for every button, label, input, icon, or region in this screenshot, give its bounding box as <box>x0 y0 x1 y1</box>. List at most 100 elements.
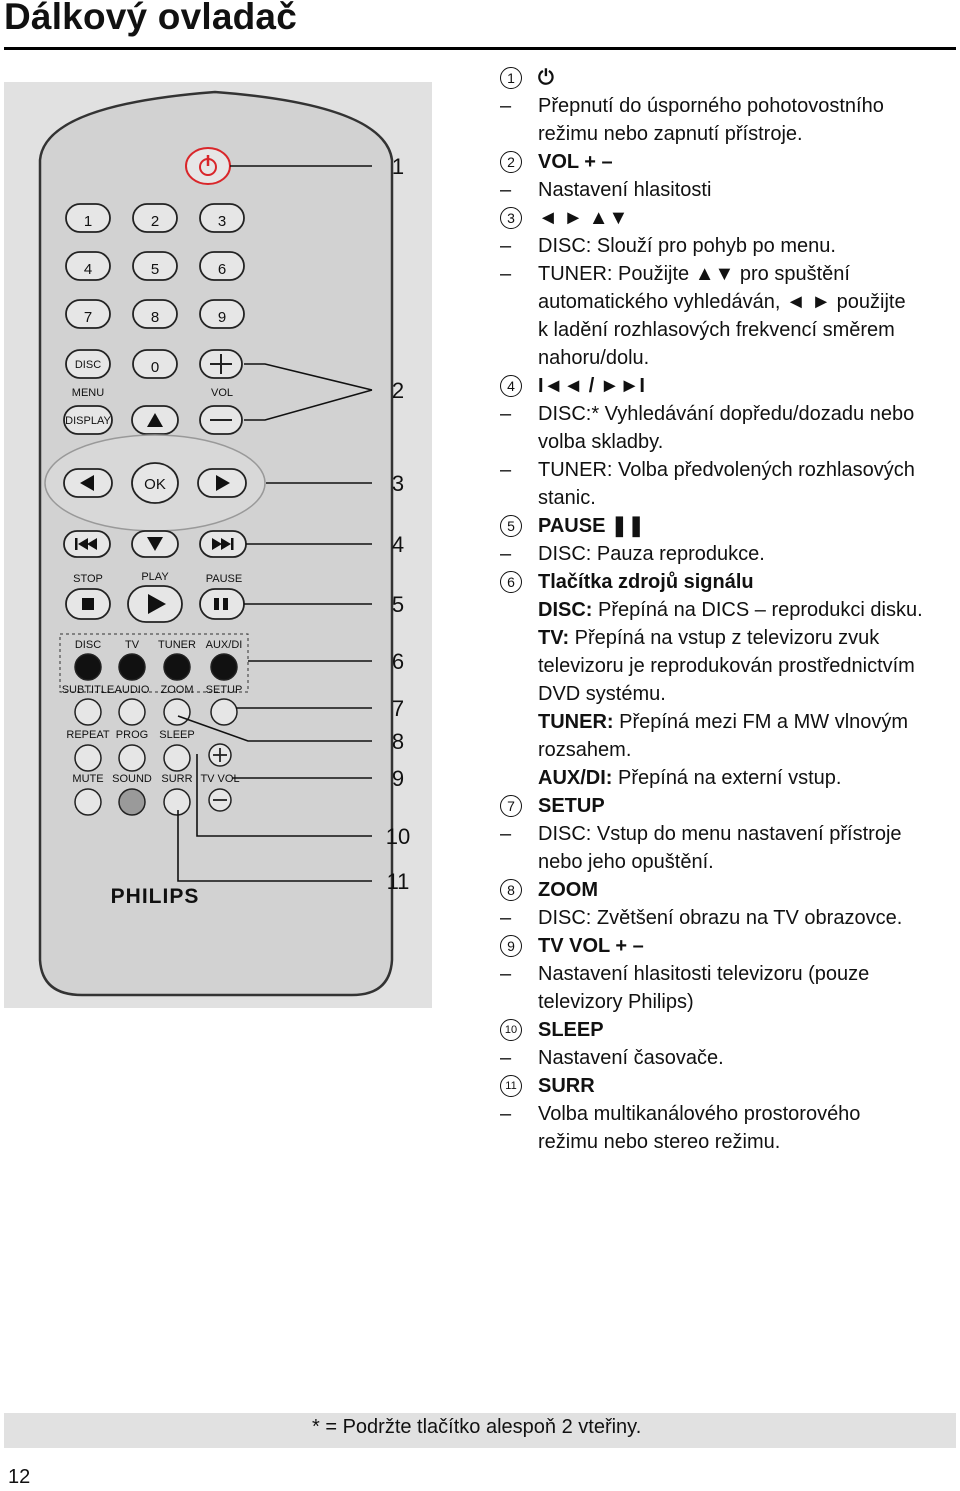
item-number-4: 4 <box>500 375 522 397</box>
line-text: DISC: Zvětšení obrazu na TV obrazovce. <box>538 907 903 929</box>
number-key-6[interactable]: 6 <box>199 251 245 281</box>
row2-label-0: SUBTITLE <box>62 684 115 696</box>
item-10-line: –Nastavení časovače. <box>500 1044 956 1072</box>
line-text: DISC:* Vyhledávání dopředu/dozadu nebo <box>538 403 915 425</box>
item-3-line: – DISC: Slouží pro pohyb po menu. <box>500 232 956 260</box>
number-key-3[interactable]: 3 <box>199 203 245 233</box>
item-title: ◄ ► ▲▼ <box>538 207 629 229</box>
row2-button-2[interactable] <box>163 698 191 726</box>
line-text: automatického vyhledáván, ◄ ► použijte <box>538 291 906 313</box>
item-3-line: automatického vyhledáván, ◄ ► použijte <box>500 288 956 316</box>
line-text: DISC: Slouží pro pohyb po menu. <box>538 235 836 257</box>
line-text: rozsahem. <box>538 739 632 761</box>
row2-button-3[interactable] <box>210 698 238 726</box>
item-number-7: 7 <box>500 795 522 817</box>
callout-10: 10 <box>386 824 410 849</box>
vol-minus-button[interactable] <box>199 405 243 435</box>
number-key-7[interactable]: 7 <box>65 299 111 329</box>
line-text: Přepnutí do úsporného pohotovostního <box>538 95 884 117</box>
number-key-8[interactable]: 8 <box>132 299 178 329</box>
next-button[interactable] <box>199 530 247 558</box>
title-rule <box>4 47 956 50</box>
number-key-1[interactable]: 1 <box>65 203 111 233</box>
item-9-line: televizory Philips) <box>500 988 956 1016</box>
row2-button-0[interactable] <box>74 698 102 726</box>
source-label-0: DISC <box>75 639 101 651</box>
item-title: SLEEP <box>538 1019 604 1041</box>
item-6-line: TUNER: Přepíná mezi FM a MW vlnovým <box>500 708 956 736</box>
row2-label-2: ZOOM <box>161 684 194 696</box>
item-11-line: režimu nebo stereo režimu. <box>500 1128 956 1156</box>
source-button-1[interactable] <box>118 653 146 681</box>
source-button-2[interactable] <box>163 653 191 681</box>
vol-plus-button[interactable] <box>199 349 243 379</box>
number-key-0[interactable]: 0 <box>132 349 178 379</box>
callout-4: 4 <box>392 532 404 557</box>
item-heading-10: 10 SLEEP <box>500 1016 956 1044</box>
row4-button-0[interactable] <box>74 788 102 816</box>
row3-label-0: REPEAT <box>66 729 109 741</box>
item-number-10: 10 <box>500 1019 522 1041</box>
row3-button-1[interactable] <box>118 744 146 772</box>
source-button-3[interactable] <box>210 653 238 681</box>
item-6-line: DISC: Přepíná na DICS – reprodukci disku… <box>500 596 956 624</box>
item-9-line: –Nastavení hlasitosti televizoru (pouze <box>500 960 956 988</box>
line-text: Přepíná na vstup z televizoru zvuk <box>569 627 880 649</box>
line-text: režimu nebo zapnutí přístroje. <box>538 123 803 145</box>
source-button-0[interactable] <box>74 653 102 681</box>
item-3-line: nahoru/dolu. <box>500 344 956 372</box>
number-key-9[interactable]: 9 <box>199 299 245 329</box>
line-text: DISC: Vstup do menu nastavení přístroje <box>538 823 902 845</box>
display-button[interactable]: DISPLAY <box>63 405 113 435</box>
up-arrow-button[interactable] <box>131 405 179 435</box>
tv-vol-minus-button[interactable] <box>208 788 232 812</box>
item-3-line: k ladění rozhlasových frekvencí směrem <box>500 316 956 344</box>
line-text: Nastavení časovače. <box>538 1047 724 1069</box>
pause-button[interactable] <box>199 588 245 620</box>
number-key-4[interactable]: 4 <box>65 251 111 281</box>
item-title: SURR <box>538 1075 595 1097</box>
line-label: TV: <box>538 627 570 649</box>
menu-label: MENU <box>72 387 104 399</box>
svg-text:0: 0 <box>151 359 159 376</box>
number-key-2[interactable]: 2 <box>132 203 178 233</box>
power-button[interactable] <box>185 147 231 185</box>
play-button[interactable] <box>127 585 183 623</box>
down-arrow-button[interactable] <box>131 530 179 558</box>
tv-vol-plus-button[interactable] <box>208 743 232 767</box>
svg-text:3: 3 <box>218 213 226 230</box>
source-box <box>59 633 249 693</box>
number-key-5[interactable]: 5 <box>132 251 178 281</box>
row4-button-1[interactable] <box>118 788 146 816</box>
row3-label-2: SLEEP <box>159 729 194 741</box>
disc-menu-button[interactable]: DISC <box>65 349 111 379</box>
page-number: 12 <box>8 1466 31 1488</box>
row2-button-1[interactable] <box>118 698 146 726</box>
callout-11: 11 <box>387 869 410 894</box>
footnote: * = Podržte tlačítko alespoň 2 vteřiny. <box>312 1416 642 1438</box>
row3-button-2[interactable] <box>163 744 191 772</box>
ok-button[interactable]: OK <box>131 462 179 504</box>
item-number-6: 6 <box>500 571 522 593</box>
stop-button[interactable] <box>65 588 111 620</box>
previous-button[interactable] <box>63 530 111 558</box>
row4-label-1: SOUND <box>112 773 152 785</box>
item-number-1: 1 <box>500 67 522 89</box>
row4-button-2[interactable] <box>163 788 191 816</box>
line-text: Přepíná na DICS – reprodukci disku. <box>592 599 923 621</box>
dash-bullet: – <box>500 1103 512 1125</box>
dash-bullet: – <box>500 543 512 565</box>
dash-bullet: – <box>500 235 512 257</box>
right-arrow-button[interactable] <box>197 468 247 498</box>
left-arrow-button[interactable] <box>63 468 113 498</box>
callout-5: 5 <box>392 592 404 617</box>
row3-button-0[interactable] <box>74 744 102 772</box>
brand-logo: PHILIPS <box>111 885 200 908</box>
svg-text:4: 4 <box>84 261 92 278</box>
line-label: AUX/DI: <box>538 767 613 789</box>
